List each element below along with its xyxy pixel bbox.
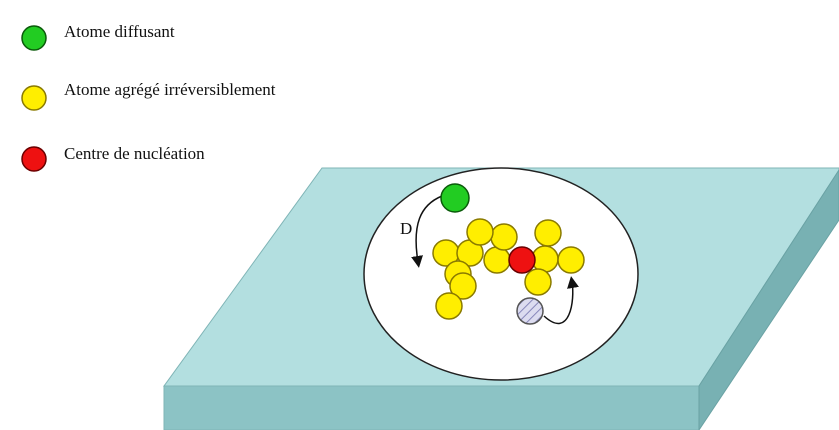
vacancy-site [516, 297, 544, 325]
substrate-side-face [698, 169, 839, 430]
aggregate-cluster [432, 218, 585, 320]
yellow-dot-icon [21, 85, 47, 111]
substrate-front-face [163, 385, 700, 430]
aggregated-atom [557, 246, 585, 274]
red-dot-icon [21, 146, 47, 172]
diffusion-arrow [411, 195, 443, 268]
aggregated-atom [490, 223, 518, 251]
legend-label-aggregated-atom: Atome agrégé irréversiblement [64, 80, 276, 99]
hop-arrow [543, 276, 579, 325]
adsorption-zone-ellipse [363, 167, 639, 381]
aggregated-atom [483, 246, 511, 274]
aggregated-atom [466, 218, 494, 246]
legend-label-diffusing-atom: Atome diffusant [64, 22, 175, 41]
legend-label-nucleation-center: Centre de nucléation [64, 144, 205, 163]
aggregated-atom [534, 219, 562, 247]
diffusing-atom [440, 183, 470, 213]
aggregated-atom [449, 272, 477, 300]
aggregated-atom [531, 245, 559, 273]
aggregated-atom [435, 292, 463, 320]
aggregated-atom [524, 268, 552, 296]
green-dot-icon [21, 25, 47, 51]
nucleation-center-atom [508, 246, 536, 274]
diffusion-label: D [400, 219, 412, 238]
